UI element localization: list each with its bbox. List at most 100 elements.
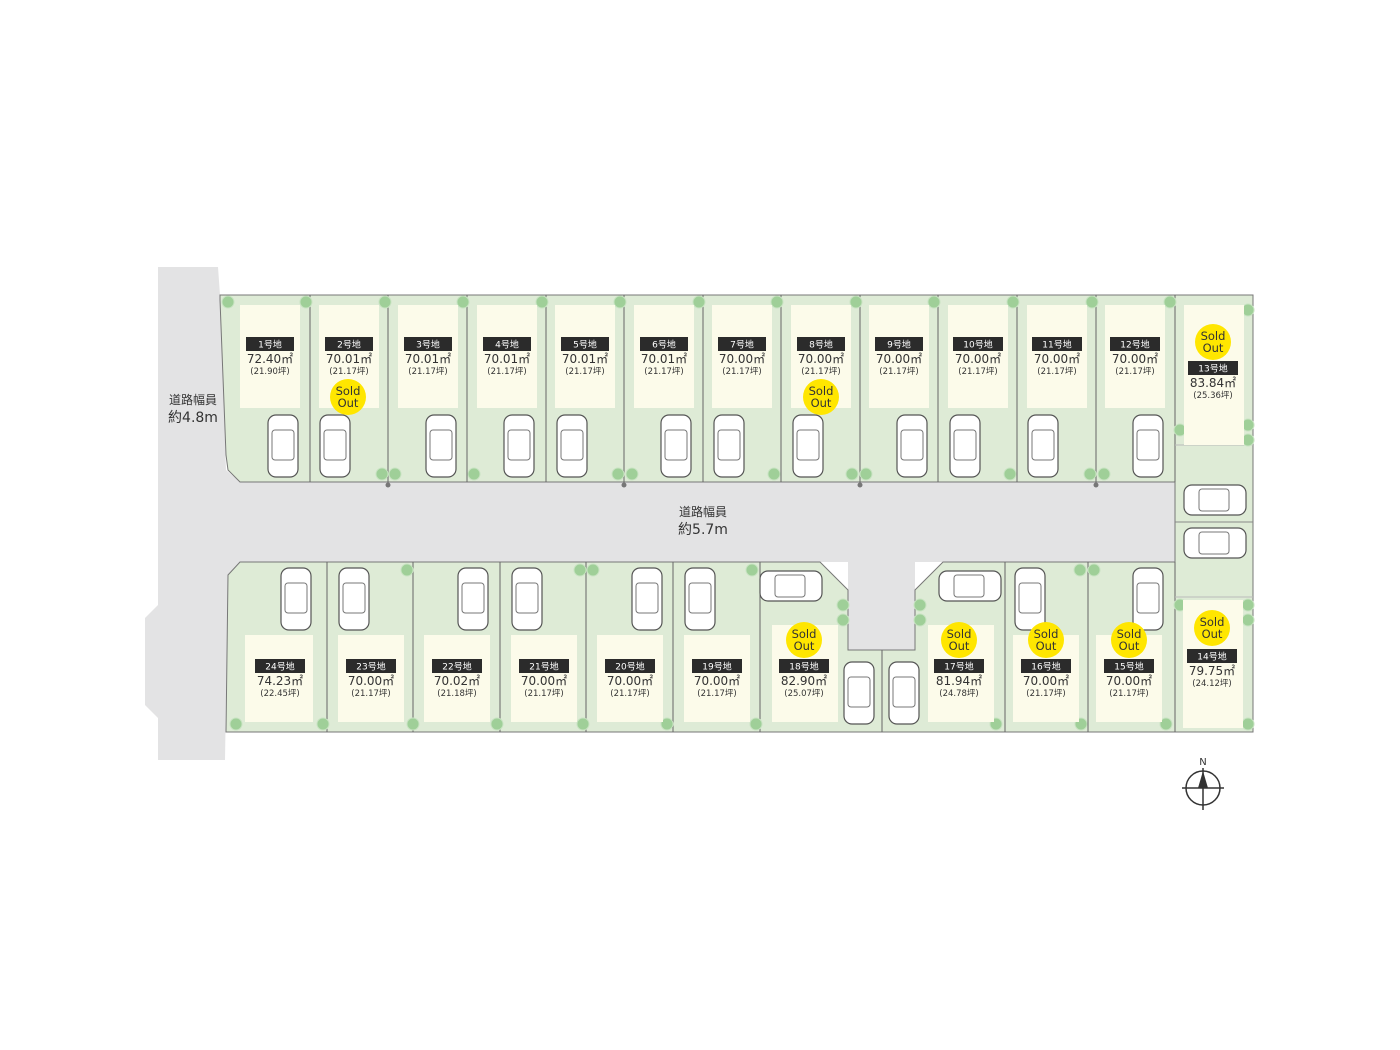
lot-number: 21号地 <box>529 661 558 673</box>
lot-area-tsubo: (21.17坪) <box>879 367 918 377</box>
tree-icon <box>845 467 859 481</box>
tree-icon <box>388 467 402 481</box>
tree-icon <box>745 563 759 577</box>
lot-area-tsubo: (21.18坪) <box>437 689 476 699</box>
car-icon <box>938 570 1002 602</box>
tree-icon <box>770 295 784 309</box>
lot-area-tsubo: (21.17坪) <box>958 367 997 377</box>
lot-number: 18号地 <box>789 661 818 673</box>
building-footprint <box>511 635 577 722</box>
lot-area-tsubo: (21.17坪) <box>1026 689 1065 699</box>
lot-number-badge <box>1021 659 1071 673</box>
car-icon <box>896 414 928 478</box>
sold-out-text: Sold <box>336 384 361 398</box>
tree-icon <box>836 613 850 627</box>
lot-area: 70.01㎡ <box>484 352 530 366</box>
tree-icon <box>299 295 313 309</box>
lot-area: 70.00㎡ <box>876 352 922 366</box>
car-icon <box>660 414 692 478</box>
lot-number-badge <box>934 659 984 673</box>
car-icon <box>684 567 716 631</box>
sold-out-text: Out <box>794 639 815 653</box>
car-icon <box>267 414 299 478</box>
sold-out-text: Out <box>811 396 832 410</box>
tree-icon <box>1003 467 1017 481</box>
car-icon <box>1014 567 1046 631</box>
lot-area-tsubo: (21.17坪) <box>565 367 604 377</box>
lot-area-tsubo: (22.45坪) <box>260 689 299 699</box>
lot-number-badge <box>953 337 1003 351</box>
tree-icon <box>836 598 850 612</box>
compass-icon: N <box>1182 757 1224 810</box>
lot-area: 70.00㎡ <box>1023 674 1069 688</box>
tree-icon <box>611 467 625 481</box>
lot-number-badge <box>1188 361 1238 375</box>
tree-icon <box>913 598 927 612</box>
building-footprint <box>869 305 929 408</box>
car-icon <box>949 414 981 478</box>
building-footprint <box>1105 305 1165 408</box>
lot-number-badge <box>1104 659 1154 673</box>
car-icon <box>511 567 543 631</box>
boundary-marker <box>1093 482 1099 488</box>
lot-area: 70.00㎡ <box>798 352 844 366</box>
lot-area-tsubo: (21.17坪) <box>329 367 368 377</box>
lot-number-badge <box>325 337 373 351</box>
tree-icon <box>625 467 639 481</box>
sold-out-text: Out <box>1202 627 1223 641</box>
car-icon <box>1183 527 1247 559</box>
lot-number-badge <box>404 337 452 351</box>
lot-number: 7号地 <box>730 339 754 351</box>
lot-area-tsubo: (21.17坪) <box>610 689 649 699</box>
lot-area-tsubo: (21.17坪) <box>697 689 736 699</box>
side-road-width: 約4.8m <box>168 410 218 426</box>
car-icon <box>319 414 351 478</box>
car-icon <box>1132 567 1164 631</box>
lot-area-tsubo: (21.17坪) <box>1115 367 1154 377</box>
tree-icon <box>1073 563 1087 577</box>
building-footprint <box>240 305 300 408</box>
lot-number: 11号地 <box>1042 339 1071 351</box>
lot-area: 70.00㎡ <box>719 352 765 366</box>
lot-area: 70.01㎡ <box>405 352 451 366</box>
lot-area: 81.94㎡ <box>936 674 982 688</box>
lot-area: 70.00㎡ <box>1106 674 1152 688</box>
lot-number: 20号地 <box>615 661 644 673</box>
car-icon <box>759 570 823 602</box>
lot-number: 3号地 <box>416 339 440 351</box>
building-footprint <box>712 305 772 408</box>
lot-number: 23号地 <box>356 661 385 673</box>
lot-area-tsubo: (25.07坪) <box>784 689 823 699</box>
building-footprint <box>555 305 615 408</box>
tree-icon <box>316 717 330 731</box>
lot-number-badge <box>797 337 845 351</box>
tree-icon <box>913 613 927 627</box>
tree-icon <box>1241 598 1255 612</box>
